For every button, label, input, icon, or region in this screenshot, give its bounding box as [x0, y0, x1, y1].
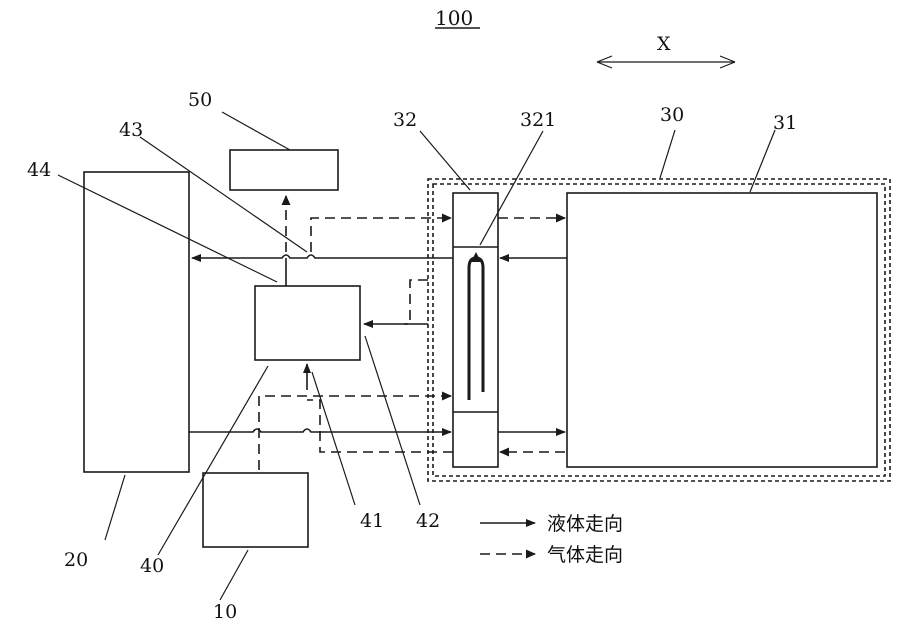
liquid-flow-32-to-20 [192, 255, 453, 258]
leader-30 [660, 130, 675, 178]
label-50: 50 [188, 89, 212, 111]
label-40: 40 [140, 555, 164, 577]
leader-43 [140, 137, 307, 252]
legend-gas-text: 气体走向 [547, 544, 623, 566]
leader-32 [420, 131, 470, 190]
component-50-box [230, 150, 338, 190]
gas-flow-10-to-32 [259, 396, 451, 470]
leader-31 [750, 130, 775, 192]
component-40-box [255, 286, 360, 360]
label-44: 44 [27, 159, 51, 181]
leader-10 [220, 550, 248, 600]
gas-flow-42-bypass [404, 280, 428, 324]
label-30: 30 [660, 104, 684, 126]
label-321: 321 [520, 109, 556, 131]
label-32: 32 [393, 109, 417, 131]
label-41: 41 [360, 510, 384, 532]
label-43: 43 [119, 119, 143, 141]
leader-41 [312, 372, 355, 505]
leader-20 [105, 475, 125, 540]
gas-flow-to-32-top [311, 218, 451, 252]
leader-44 [58, 175, 277, 282]
leader-50 [222, 112, 290, 150]
leader-40 [158, 366, 268, 555]
component-32-box [453, 193, 498, 467]
component-31-box [567, 193, 877, 467]
component-10-box [203, 473, 308, 547]
leader-321 [480, 131, 543, 245]
component-321-arrowhead [471, 252, 481, 262]
figure-title: 100 [435, 6, 473, 30]
label-20: 20 [64, 549, 88, 571]
component-20-box [84, 172, 189, 472]
legend-liquid-text: 液体走向 [547, 513, 623, 535]
label-10: 10 [213, 601, 237, 623]
label-31: 31 [773, 112, 797, 134]
leader-42 [365, 336, 420, 505]
direction-x-label: X [657, 33, 671, 55]
label-42: 42 [416, 510, 440, 532]
component-321-u-tube [469, 258, 483, 400]
